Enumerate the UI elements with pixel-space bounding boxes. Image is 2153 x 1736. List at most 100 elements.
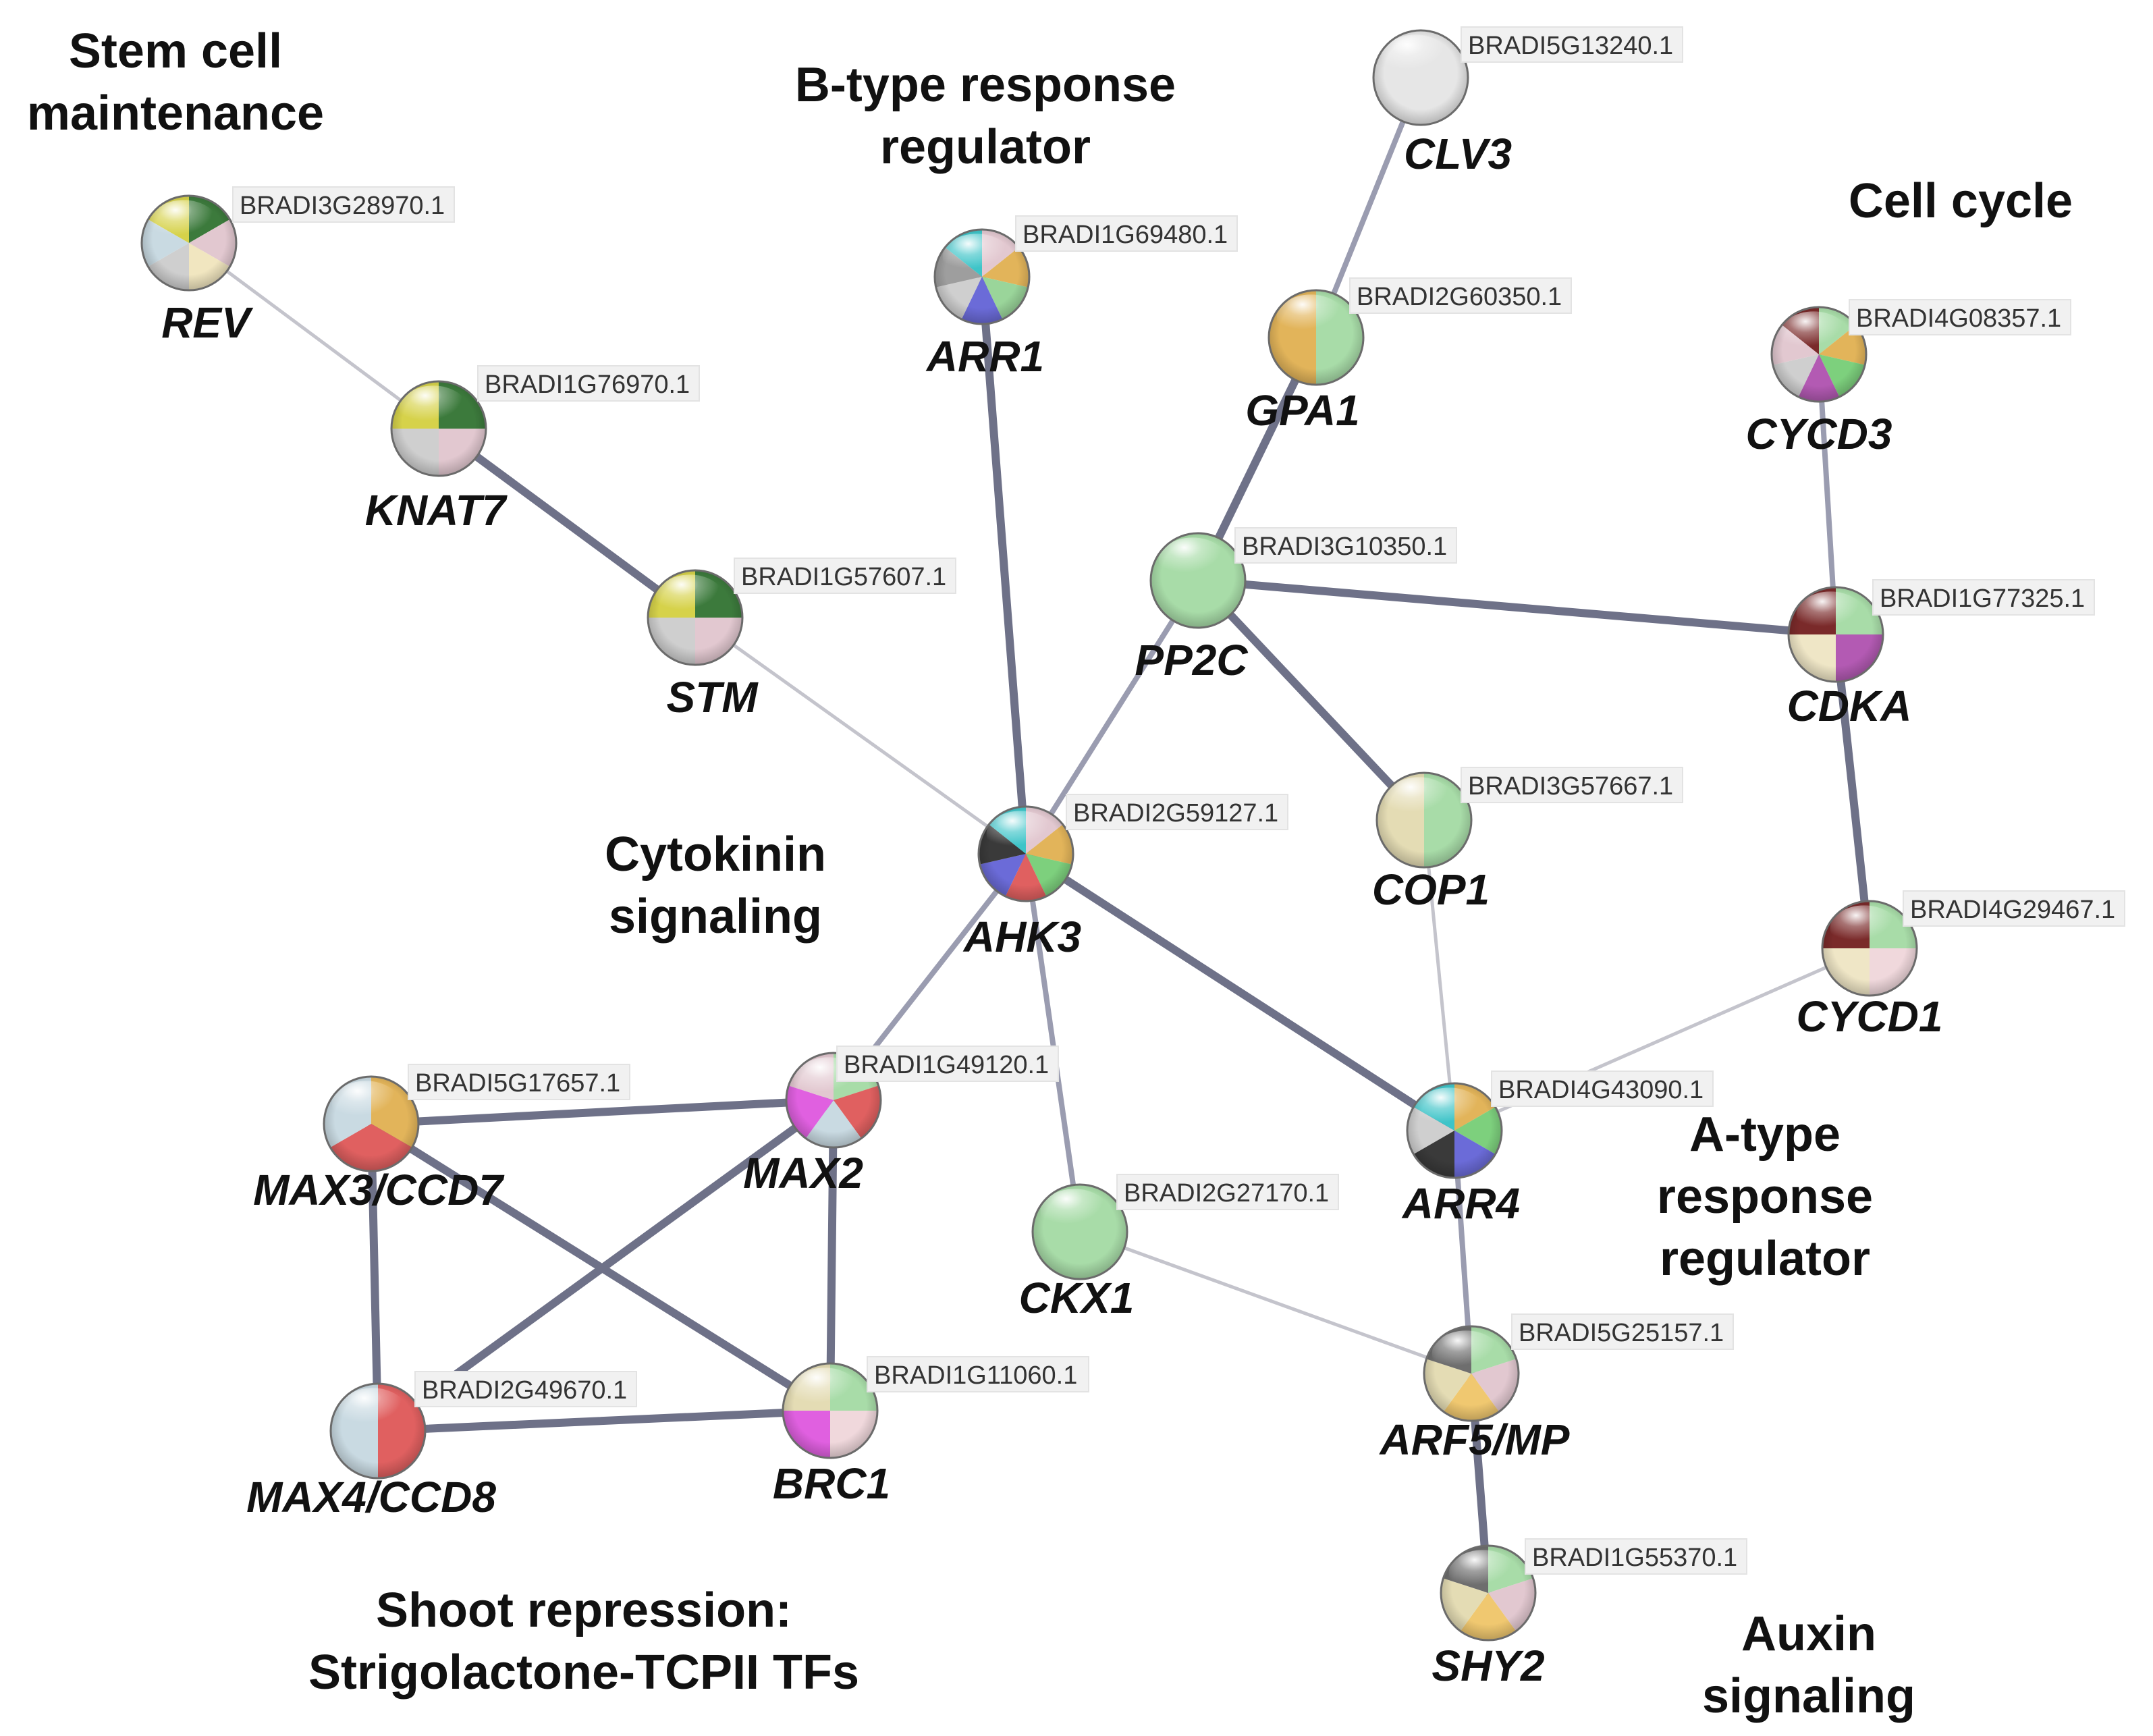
gene-label: SHY2 [1432, 1642, 1544, 1690]
node-outline [390, 380, 487, 477]
node-outline [1787, 586, 1884, 683]
group-title-line: maintenance [27, 86, 324, 140]
node-highlight [1779, 311, 1848, 357]
group-title-line: Strigolactone-TCPII TFs [308, 1646, 859, 1700]
gene-id-tag-bg [408, 1064, 630, 1100]
gene-id-tag-bg [477, 365, 700, 402]
gene-id-tag: BRADI2G49670.1 [422, 1376, 627, 1405]
gene-id-tag-bg [1349, 277, 1572, 314]
gene-id-tag: BRADI5G25157.1 [1519, 1319, 1724, 1347]
node-outline [323, 1075, 420, 1172]
edge-ahk3-ckx1 [1023, 851, 1083, 1235]
gene-id-tag: BRADI4G29467.1 [1910, 896, 2115, 924]
gene-id-tag-bg [836, 1046, 1059, 1082]
edge-max4-brc1 [374, 1407, 834, 1435]
gene-id-tag-bg [1491, 1070, 1714, 1107]
gene-id-tag: BRADI2G27170.1 [1124, 1179, 1329, 1208]
gene-id-tag-bg [1849, 299, 2071, 335]
gene-id-tag-bg [1461, 26, 1683, 63]
gene-label: ARR1 [925, 332, 1044, 381]
gene-id-tag-bg [1015, 215, 1238, 252]
gene-label: CYCD3 [1746, 410, 1892, 458]
edge-pp2c-ahk3 [1023, 578, 1201, 857]
group-title-line: regulator [1660, 1232, 1870, 1286]
node-highlight [149, 200, 218, 246]
gene-id-tag-bg [1234, 527, 1457, 564]
gene-id-tag: BRADI5G17657.1 [415, 1069, 620, 1097]
gene-label: STM [666, 673, 759, 722]
gene-label: CDKA [1787, 682, 1912, 730]
gene-id-tag: BRADI1G77325.1 [1880, 585, 2085, 613]
gene-label: CKX1 [1019, 1274, 1135, 1322]
node-highlight [655, 574, 724, 620]
gene-label: ARF5/MP [1379, 1415, 1570, 1464]
node-outline [1821, 900, 1918, 997]
edge-pp2c-cop1 [1194, 576, 1428, 824]
gene-id-tag: BRADI1G76970.1 [485, 371, 690, 399]
node-outline [1149, 532, 1247, 629]
edge-max2-brc1 [826, 1096, 838, 1415]
gene-label: MAX3/CCD7 [253, 1166, 505, 1214]
group-title-line: A-type [1689, 1108, 1841, 1162]
group-title-line: Cytokinin [605, 828, 826, 881]
node-outline [782, 1362, 879, 1459]
group-title-atype: A-type response regulator [1657, 1108, 1873, 1286]
edge-cdka-cycd1 [1832, 630, 1874, 952]
node-outline [1423, 1325, 1520, 1422]
edge-pp2c-cdka [1194, 576, 1840, 639]
gene-label: MAX2 [743, 1149, 863, 1197]
group-title-cellcycle: Cell cycle [1849, 174, 2073, 228]
group-title-line: Auxin [1741, 1607, 1876, 1661]
gene-id-tag: BRADI3G28970.1 [240, 192, 445, 220]
gene-id-tag: BRADI2G59127.1 [1073, 799, 1278, 828]
gene-id-tag: BRADI3G10350.1 [1242, 533, 1447, 561]
gene-id-tag-bg [1066, 794, 1288, 830]
gene-id-tag-bg [734, 558, 956, 594]
gene-label: COP1 [1372, 865, 1490, 914]
node-highlight [790, 1367, 859, 1413]
group-title-line: Cell cycle [1849, 174, 2073, 228]
gene-id-tag-bg [1116, 1174, 1339, 1210]
gene-id-tag: BRADI3G57667.1 [1468, 772, 1673, 801]
gene-id-tag: BRADI4G08357.1 [1856, 304, 2061, 333]
node-highlight [1040, 1189, 1109, 1235]
group-title-line: response [1657, 1170, 1873, 1224]
edge-ahk3-arr4 [1022, 850, 1459, 1135]
gene-id-tag: BRADI1G55370.1 [1532, 1544, 1737, 1572]
node-outline [1440, 1544, 1537, 1642]
gene-label: BRC1 [773, 1459, 890, 1508]
node-highlight [986, 811, 1055, 857]
gene-label: MAX4/CCD8 [246, 1473, 496, 1521]
node-highlight [1432, 1330, 1500, 1376]
gene-label: CLV3 [1404, 130, 1512, 178]
node-outline [1406, 1082, 1503, 1179]
edge-arr1-ahk3 [978, 273, 1030, 858]
edge-stm-ahk3 [693, 616, 1028, 856]
group-title-line: Shoot repression: [376, 1583, 792, 1637]
nodes-layer: BRADI3G28970.1REVBRADI1G76970.1KNAT7BRAD… [140, 26, 2125, 1690]
